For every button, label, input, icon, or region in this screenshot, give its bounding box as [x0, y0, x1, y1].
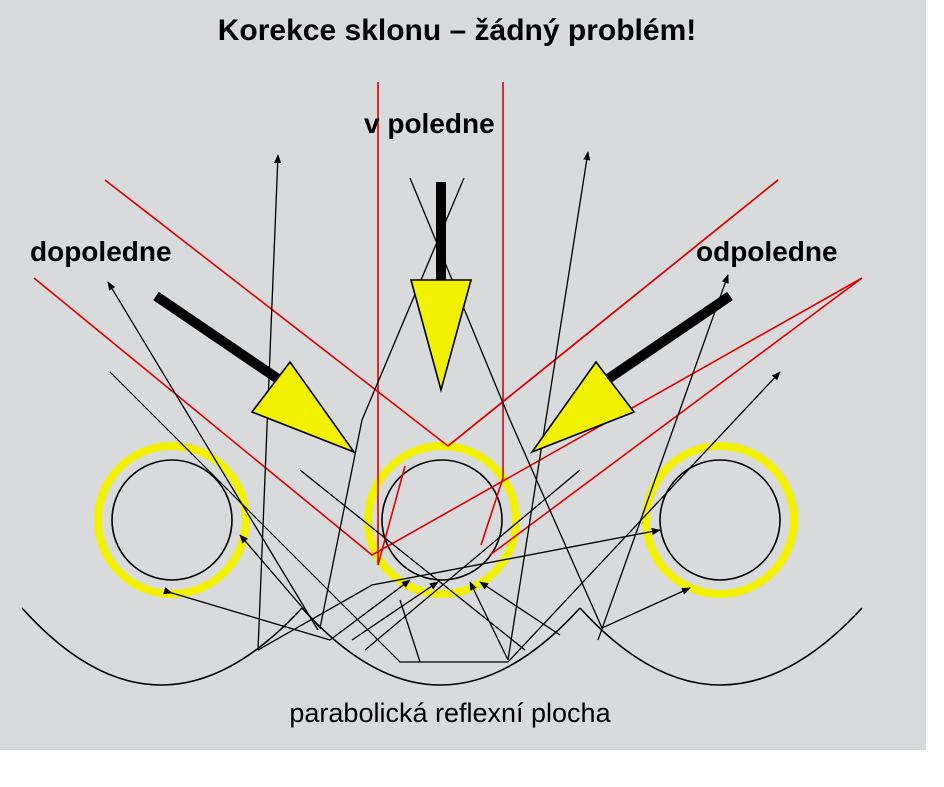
absorber-tube-left [94, 442, 250, 598]
ray-8 [257, 527, 661, 651]
afternoon-ray-lower [489, 277, 863, 556]
label-noon: v poledne [364, 108, 495, 139]
reflected-rays [107, 151, 781, 663]
noon-ray-left [377, 82, 406, 566]
ray-4 [597, 274, 729, 641]
ray-12 [329, 579, 411, 641]
ray-3 [107, 281, 319, 631]
ray-13 [479, 581, 561, 636]
arrow-noon [409, 182, 473, 394]
ray-15 [299, 469, 526, 651]
ray-2 [507, 151, 591, 661]
diagram-background [0, 0, 926, 750]
noon-ray-right [480, 82, 504, 546]
absorber-tube-right [642, 442, 798, 598]
ray-6 [409, 177, 691, 629]
label-afternoon: odpoledne [696, 236, 838, 267]
label-morning: dopoledne [30, 236, 172, 267]
morning-ray-lower [33, 277, 863, 556]
arrow-afternoon [529, 291, 733, 454]
parabolic-reflector [21, 607, 863, 686]
arrow-morning [153, 291, 357, 454]
ray-9 [163, 587, 331, 641]
ray-16 [364, 469, 581, 651]
absorber-tube-center [364, 442, 520, 598]
ray-10 [351, 581, 439, 641]
ray-14 [399, 599, 421, 663]
ray-7 [239, 177, 465, 630]
diagram-title: Korekce sklonu – žádný problém! [217, 14, 697, 47]
ray-5 [109, 371, 781, 663]
label-reflective-surface: parabolická reflexní plocha [289, 698, 611, 728]
